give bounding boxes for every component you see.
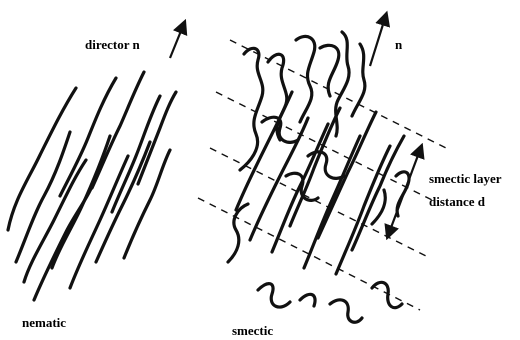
layer-distance-label-line1: smectic layer [429, 171, 502, 186]
smectic-caption: smectic [232, 323, 273, 338]
smectic-panel: n smectic layer distance d smectic [198, 18, 502, 338]
smectic-director-arrow [370, 18, 385, 66]
nematic-caption: nematic [22, 315, 66, 330]
smectic-layer-lines [198, 40, 450, 310]
smectic-molecules [228, 32, 409, 322]
nematic-panel: director n nematic [8, 26, 183, 330]
layer-distance-label-line2: distance d [429, 194, 486, 209]
nematic-director-arrow [170, 26, 183, 58]
smectic-director-label: n [395, 37, 403, 52]
nematic-molecules [8, 72, 176, 300]
nematic-director-label: director n [85, 37, 141, 52]
